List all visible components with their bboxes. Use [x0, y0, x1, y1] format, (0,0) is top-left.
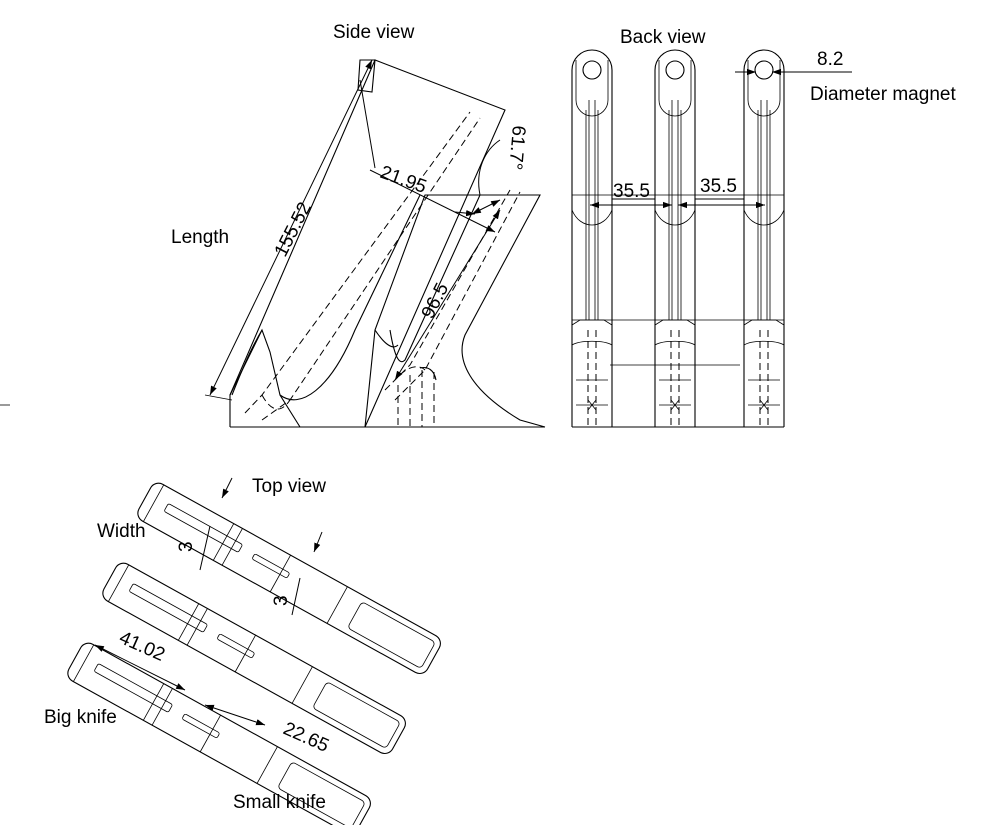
length-dimension: 155.52	[271, 199, 316, 260]
width-dimension-a: 3	[176, 541, 197, 552]
side-view-label: Side view	[333, 22, 415, 43]
width-dimension-b: 3	[271, 595, 292, 606]
top-view-label: Top view	[252, 476, 326, 497]
spacing-right-dimension: 35.5	[700, 176, 737, 197]
top-block-3	[67, 642, 371, 825]
back-view-label: Back view	[620, 27, 706, 48]
back-slot-3	[743, 49, 785, 427]
back-view	[571, 49, 852, 428]
back-slot-2	[654, 49, 696, 427]
spacing-left-dimension: 35.5	[613, 181, 650, 202]
small-knife-label: Small knife	[233, 792, 326, 813]
top-view	[67, 477, 441, 825]
depth-dimension: 21.95	[377, 162, 429, 198]
angle-dimension: 61.7°	[504, 125, 529, 171]
top-block-1	[137, 482, 441, 675]
small-length-dimension: 96.5	[418, 280, 454, 322]
small-knife-dimension: 22.65	[280, 718, 332, 757]
big-knife-label: Big knife	[44, 707, 117, 728]
width-label: Width	[97, 521, 146, 542]
diameter-magnet-label: Diameter magnet	[810, 84, 956, 105]
side-view	[204, 59, 546, 428]
magnet-dimension: 8.2	[817, 49, 843, 70]
top-block-2	[102, 562, 406, 755]
big-knife-dimension: 41.02	[116, 627, 168, 666]
back-slot-1	[571, 49, 613, 427]
length-label: Length	[171, 227, 229, 248]
